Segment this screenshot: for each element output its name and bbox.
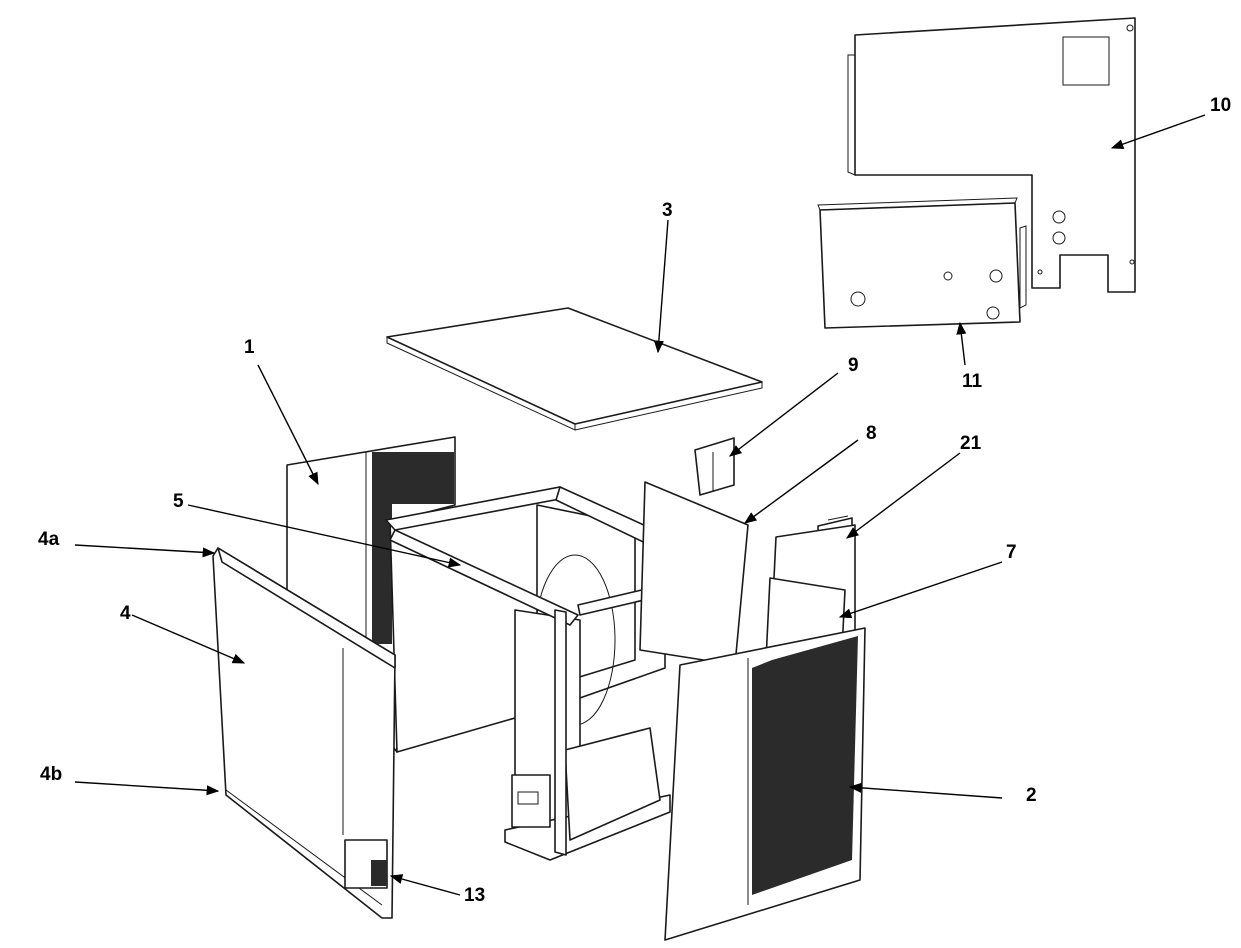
leader-1 — [257, 364, 319, 486]
callout-leaders — [74, 114, 1206, 896]
callout-4a: 4a — [38, 529, 60, 550]
callout-11: 11 — [962, 371, 983, 392]
leader-3 — [653, 219, 669, 354]
leader-21 — [845, 452, 961, 539]
callout-21: 21 — [960, 433, 982, 454]
part-control-box — [817, 197, 1027, 329]
leader-4b — [74, 781, 220, 796]
leader-11 — [956, 321, 967, 366]
part-main-chassis — [389, 486, 671, 861]
part-top-lid — [386, 307, 763, 431]
callout-4b: 4b — [40, 764, 62, 785]
leader-4a — [74, 544, 216, 558]
part-front-door — [212, 547, 396, 919]
part-rear-panel — [847, 17, 1136, 293]
callout-8: 8 — [866, 423, 877, 444]
callout-7: 7 — [1006, 542, 1017, 563]
callout-13: 13 — [464, 885, 485, 906]
callout-2: 2 — [1026, 785, 1037, 806]
leader-2 — [848, 782, 1003, 799]
callout-1: 1 — [244, 337, 255, 358]
leader-4 — [131, 614, 246, 664]
leader-9 — [729, 372, 839, 457]
leader-8 — [743, 439, 859, 524]
part-vertical-bracket — [694, 437, 735, 496]
part-divider-panel — [639, 481, 749, 666]
callout-10: 10 — [1210, 95, 1231, 116]
leader-5 — [187, 504, 462, 568]
callout-9: 9 — [848, 355, 859, 376]
callout-4: 4 — [120, 603, 131, 624]
leader-13 — [389, 874, 461, 896]
callout-3: 3 — [662, 200, 673, 221]
callout-labels: 1 2 3 4 4a 4b 5 7 8 9 10 11 13 21 — [38, 95, 1231, 906]
callout-5: 5 — [173, 491, 184, 512]
leader-7 — [838, 561, 1003, 619]
leader-10 — [1110, 114, 1206, 149]
part-right-side-panel — [664, 627, 866, 941]
